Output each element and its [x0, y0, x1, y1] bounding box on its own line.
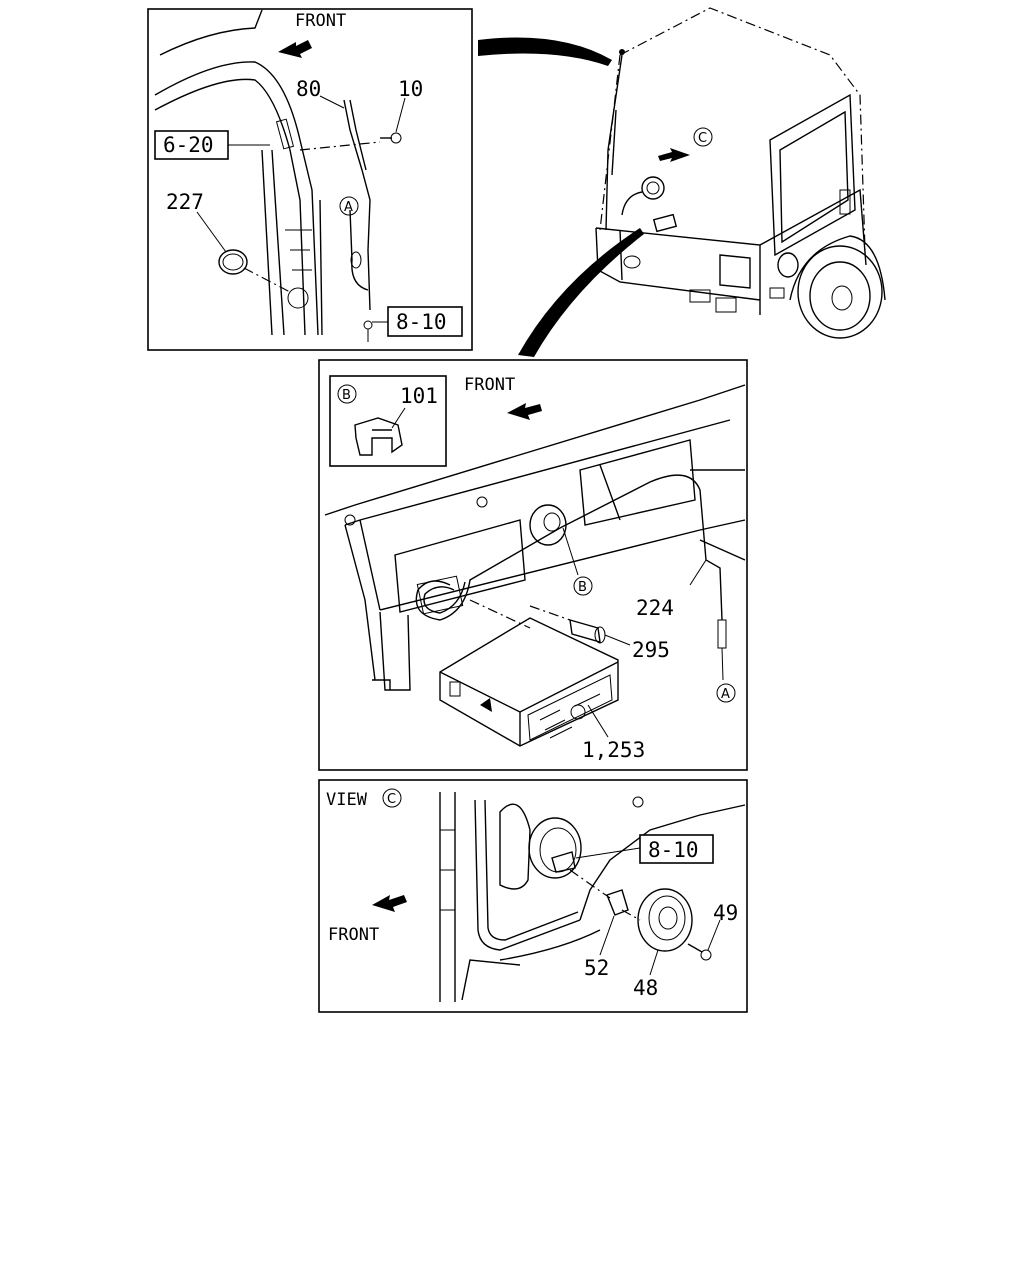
marker-a-top: A: [344, 200, 353, 215]
panel-radio-detail: B 101 FRONT: [318, 359, 748, 771]
callout-227: 227: [166, 190, 204, 214]
link-arrow-radio: [518, 228, 644, 357]
front-label: FRONT: [295, 11, 346, 31]
panel-antenna-detail: FRONT 80 10 227 6-20 8-10 A: [147, 8, 473, 351]
front-arrow-bottom-icon: [372, 895, 407, 912]
marker-a-circle: [339, 196, 359, 216]
ref-box-8-10-top: [387, 306, 463, 337]
front-label-middle: FRONT: [464, 375, 515, 395]
front-arrow-middle-icon: [507, 403, 542, 420]
callout-52: 52: [584, 956, 609, 980]
marker-b-middle: B: [578, 580, 587, 595]
ref-8-10-bottom: 8-10: [648, 838, 699, 862]
marker-c-truck: C: [698, 131, 707, 146]
marker-a-middle: A: [721, 687, 730, 702]
panel-view-c: VIEW C FRONT: [318, 779, 748, 1013]
marker-c-circle: [693, 127, 713, 147]
front-arrow-icon: [278, 40, 312, 58]
inset-b-marker: B: [342, 388, 351, 403]
view-arrow-icon: [658, 148, 690, 162]
front-label-bottom: FRONT: [328, 925, 379, 945]
ref-box-6-20: [154, 130, 229, 160]
view-marker: C: [387, 792, 396, 807]
callout-224: 224: [636, 596, 674, 620]
clip-101-part: [354, 417, 403, 456]
marker-a-middle-circle: [716, 683, 736, 703]
link-arrow-antenna: [478, 37, 612, 66]
callout-49: 49: [713, 901, 738, 925]
inset-b-marker-circle: [337, 384, 357, 404]
ref-box-8-10-bottom: [639, 834, 714, 864]
callout-295: 295: [632, 638, 670, 662]
view-marker-circle: [382, 788, 402, 808]
panel-view-c-frame: [318, 779, 748, 1013]
callout-1253: 1,253: [582, 738, 645, 762]
ref-8-10-top: 8-10: [396, 310, 447, 334]
truck-cab-illustration: C: [595, 7, 886, 339]
radio-unit: [439, 617, 619, 747]
callout-10: 10: [398, 77, 423, 101]
callout-48: 48: [633, 976, 658, 1000]
callout-101: 101: [400, 384, 438, 408]
callout-80: 80: [296, 77, 321, 101]
view-label: VIEW: [326, 790, 368, 810]
ref-6-20: 6-20: [163, 133, 214, 157]
marker-b-circle: [573, 576, 593, 596]
